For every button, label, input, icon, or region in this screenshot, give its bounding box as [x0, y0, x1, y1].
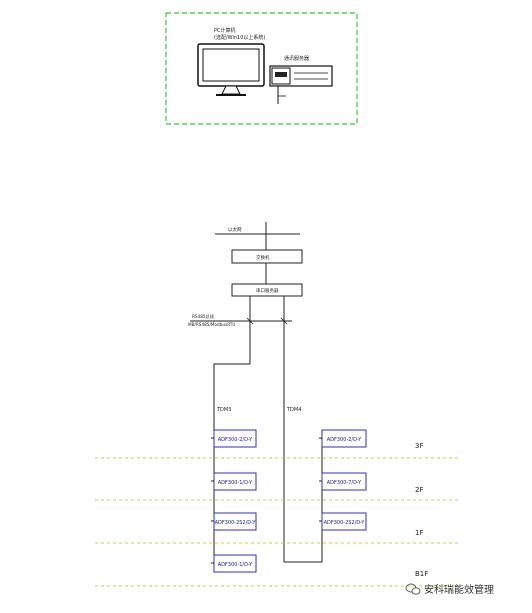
ethernet-label: 以太网	[228, 226, 242, 233]
meter-model: ADF300-1/D-Y	[218, 562, 253, 568]
meter-left-3f: ADF300-2/D-Y	[211, 429, 257, 448]
meter-model: ADF300-7/D-Y	[327, 480, 362, 486]
workstation-frame	[165, 12, 358, 125]
converter-label: 串口服务器	[256, 287, 279, 294]
meter-model: ADF300-2S2/D-Y	[324, 520, 366, 526]
meter-model: ADF300-2S2/D-Y	[215, 520, 257, 526]
meter-left-b1f: ADF300-1/D-Y	[211, 554, 257, 573]
meter-model: ADF300-2/D-Y	[327, 437, 362, 443]
left-trunk-label: TDM3	[216, 407, 231, 413]
meter-left-1f: ADF300-2S2/D-Y	[211, 512, 257, 531]
server-icon	[269, 65, 333, 104]
meter-right-2f: ADF300-7/D-Y	[319, 472, 367, 491]
floor-label-1f: 1F	[415, 529, 423, 537]
pc-label: PC计算机	[214, 27, 236, 34]
server-label: 通讯服务器	[284, 55, 309, 62]
wechat-icon	[405, 583, 421, 595]
left-trunk-line	[213, 363, 250, 572]
watermark: 安科瑞能效管理	[405, 583, 494, 596]
meter-left-2f: ADF300-1/D-Y	[211, 472, 257, 491]
converter-box	[231, 283, 303, 297]
pc-label-os: (选配/Win10以上系统)	[214, 34, 265, 41]
floor-label-b1f: B1F	[415, 570, 428, 578]
meter-model: ADF300-1/D-Y	[218, 480, 253, 486]
watermark-text: 安科瑞能效管理	[424, 583, 494, 596]
floor-label-3f: 3F	[415, 442, 423, 450]
floor-label-2f: 2F	[415, 486, 423, 494]
meter-right-1f: ADF300-2S2/D-Y	[319, 512, 367, 531]
monitor-icon	[197, 43, 265, 96]
switch-tag: ·	[234, 252, 235, 256]
switch-box	[231, 249, 303, 264]
right-trunk-label: TDM4	[286, 407, 301, 413]
switch-label: 交换机	[256, 254, 270, 261]
meter-model: ADF300-2/D-Y	[218, 437, 253, 443]
meter-right-3f: ADF300-2/D-Y	[319, 429, 367, 448]
rs485-label: RS485总线	[192, 313, 215, 319]
rs485-protocol-label: MB/RS485/ModbusRTU	[188, 322, 235, 327]
